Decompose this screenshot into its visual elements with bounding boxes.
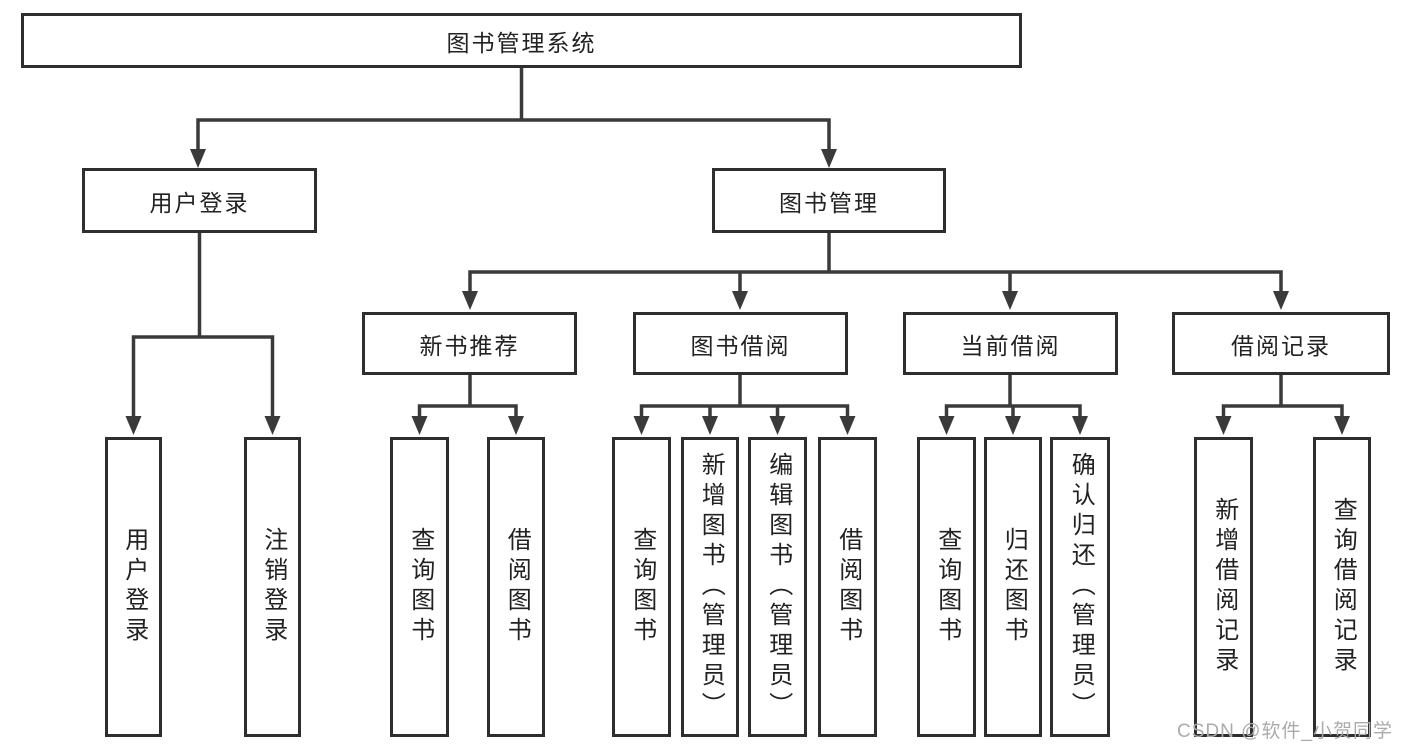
arrowhead-icon [702, 416, 718, 435]
leaf-borrow-query-book-label: 查询图书 [628, 527, 656, 647]
connector-user-login-branch [131, 231, 275, 422]
leaf-borrow-book: 借阅图书 [818, 437, 877, 737]
connector-current-borrow-branch [944, 373, 1082, 422]
arrowhead-icon [732, 291, 748, 310]
leaf-current-query-book-label: 查询图书 [933, 527, 961, 647]
leaf-recommend-borrow-book: 借阅图书 [487, 437, 545, 737]
arrowhead-icon [1215, 416, 1232, 435]
arrowhead-icon [125, 416, 142, 435]
arrowhead-icon [633, 416, 650, 435]
node-current-borrow-label: 当前借阅 [960, 332, 1061, 359]
node-borrow-records: 借阅记录 [1172, 312, 1390, 375]
arrowhead-icon [411, 416, 428, 435]
connector-root-to-level2 [196, 66, 831, 154]
connector-new-book-recommend-branch [417, 373, 518, 422]
arrowhead-icon [839, 416, 856, 435]
arrowhead-icon [1072, 416, 1088, 435]
leaf-current-query-book: 查询图书 [917, 437, 976, 737]
leaf-confirm-return-admin: 确认归还（管理员） [1050, 437, 1110, 737]
connector-book-management-branch [468, 231, 1283, 296]
leaf-borrow-book-label: 借阅图书 [834, 527, 862, 647]
node-root-label: 图书管理系统 [446, 29, 597, 56]
leaf-recommend-query-book-label: 查询图书 [406, 527, 434, 647]
leaf-edit-book-admin: 编辑图书（管理员） [748, 437, 807, 737]
node-user-login: 用户登录 [82, 168, 317, 233]
leaf-user-login-label: 用户登录 [120, 527, 148, 647]
arrowhead-icon [190, 149, 206, 168]
node-current-borrow: 当前借阅 [903, 312, 1118, 375]
connector-book-borrow-branch [639, 373, 850, 422]
node-book-management-label: 图书管理 [779, 189, 879, 216]
leaf-borrow-query-book: 查询图书 [612, 437, 671, 737]
leaf-return-book: 归还图书 [984, 437, 1042, 737]
arrowhead-icon [1334, 416, 1350, 435]
arrowhead-icon [769, 416, 786, 435]
leaf-query-borrow-record: 查询借阅记录 [1313, 437, 1371, 737]
leaf-add-book-admin-label: 新增图书（管理员） [697, 452, 725, 722]
leaf-edit-book-admin-label: 编辑图书（管理员） [764, 452, 792, 722]
arrowhead-icon [462, 291, 478, 310]
node-book-management: 图书管理 [712, 168, 946, 233]
leaf-logout: 注销登录 [244, 437, 301, 737]
arrowhead-icon [1002, 291, 1018, 310]
arrowhead-icon [264, 416, 281, 435]
node-root-library-system: 图书管理系统 [21, 13, 1022, 68]
leaf-recommend-query-book: 查询图书 [390, 437, 449, 737]
leaf-confirm-return-admin-label: 确认归还（管理员） [1067, 452, 1095, 722]
arrowhead-icon [508, 416, 524, 435]
node-borrow-records-label: 借阅记录 [1231, 332, 1331, 359]
node-new-book-recommend-label: 新书推荐 [419, 332, 520, 359]
arrowhead-icon [821, 149, 837, 168]
leaf-query-borrow-record-label: 查询借阅记录 [1329, 497, 1357, 677]
leaf-user-login: 用户登录 [105, 437, 162, 737]
connector-borrow-records-branch [1221, 373, 1344, 422]
arrowhead-icon [1273, 291, 1289, 310]
leaf-return-book-label: 归还图书 [1000, 527, 1028, 647]
arrowhead-icon [1005, 416, 1021, 435]
leaf-recommend-borrow-book-label: 借阅图书 [503, 527, 531, 647]
leaf-add-borrow-record: 新增借阅记录 [1194, 437, 1253, 737]
leaf-logout-label: 注销登录 [259, 527, 287, 647]
arrowheads [125, 149, 1350, 435]
node-new-book-recommend: 新书推荐 [362, 312, 577, 375]
node-book-borrow-label: 图书借阅 [690, 332, 791, 359]
arrowhead-icon [938, 416, 955, 435]
node-book-borrow: 图书借阅 [633, 312, 848, 375]
node-user-login-label: 用户登录 [149, 189, 250, 216]
leaf-add-book-admin: 新增图书（管理员） [681, 437, 739, 737]
leaf-add-borrow-record-label: 新增借阅记录 [1210, 497, 1238, 677]
